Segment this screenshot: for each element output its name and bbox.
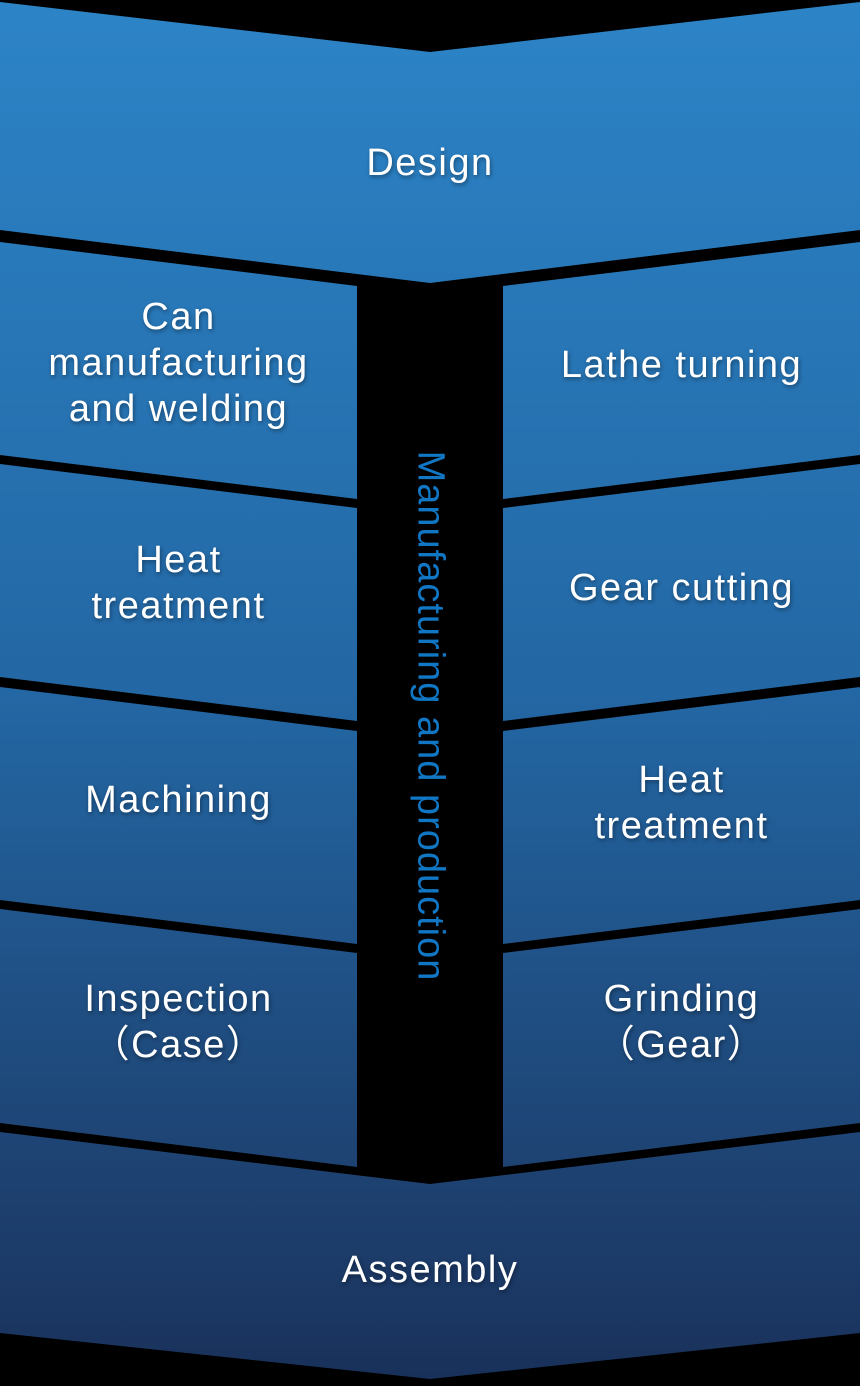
right-step-1-shape (503, 242, 860, 499)
right-step-2-shape (503, 464, 860, 721)
right-step-3-shape (503, 687, 860, 944)
left-step-2-shape (0, 464, 357, 721)
design-chevron-shape (0, 2, 860, 283)
right-step-4-shape (503, 909, 860, 1167)
left-step-4-shape (0, 909, 357, 1167)
left-step-1-shape (0, 242, 357, 499)
left-step-3-shape (0, 687, 357, 944)
manufacturing-and-production-axis-label: Manufacturing and production (409, 450, 452, 982)
assembly-chevron-shape (0, 1132, 860, 1379)
